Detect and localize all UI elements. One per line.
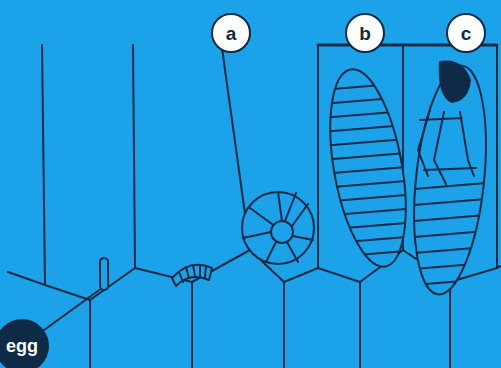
pupa — [400, 61, 500, 298]
curled-larva — [242, 192, 314, 264]
stage-label: egg — [6, 337, 38, 355]
egg-label-circle: egg — [0, 319, 49, 368]
stage-label-circle: c — [446, 13, 486, 53]
stage-label-circle: b — [345, 13, 385, 53]
egg-shape — [100, 258, 108, 290]
stage-label: c — [461, 24, 472, 43]
cell-stems — [90, 282, 450, 368]
stage-label-circle: a — [211, 13, 251, 53]
large-larva — [317, 64, 420, 273]
stage-label: b — [359, 24, 371, 43]
stage-label: a — [226, 24, 237, 43]
young-larva — [172, 265, 212, 286]
